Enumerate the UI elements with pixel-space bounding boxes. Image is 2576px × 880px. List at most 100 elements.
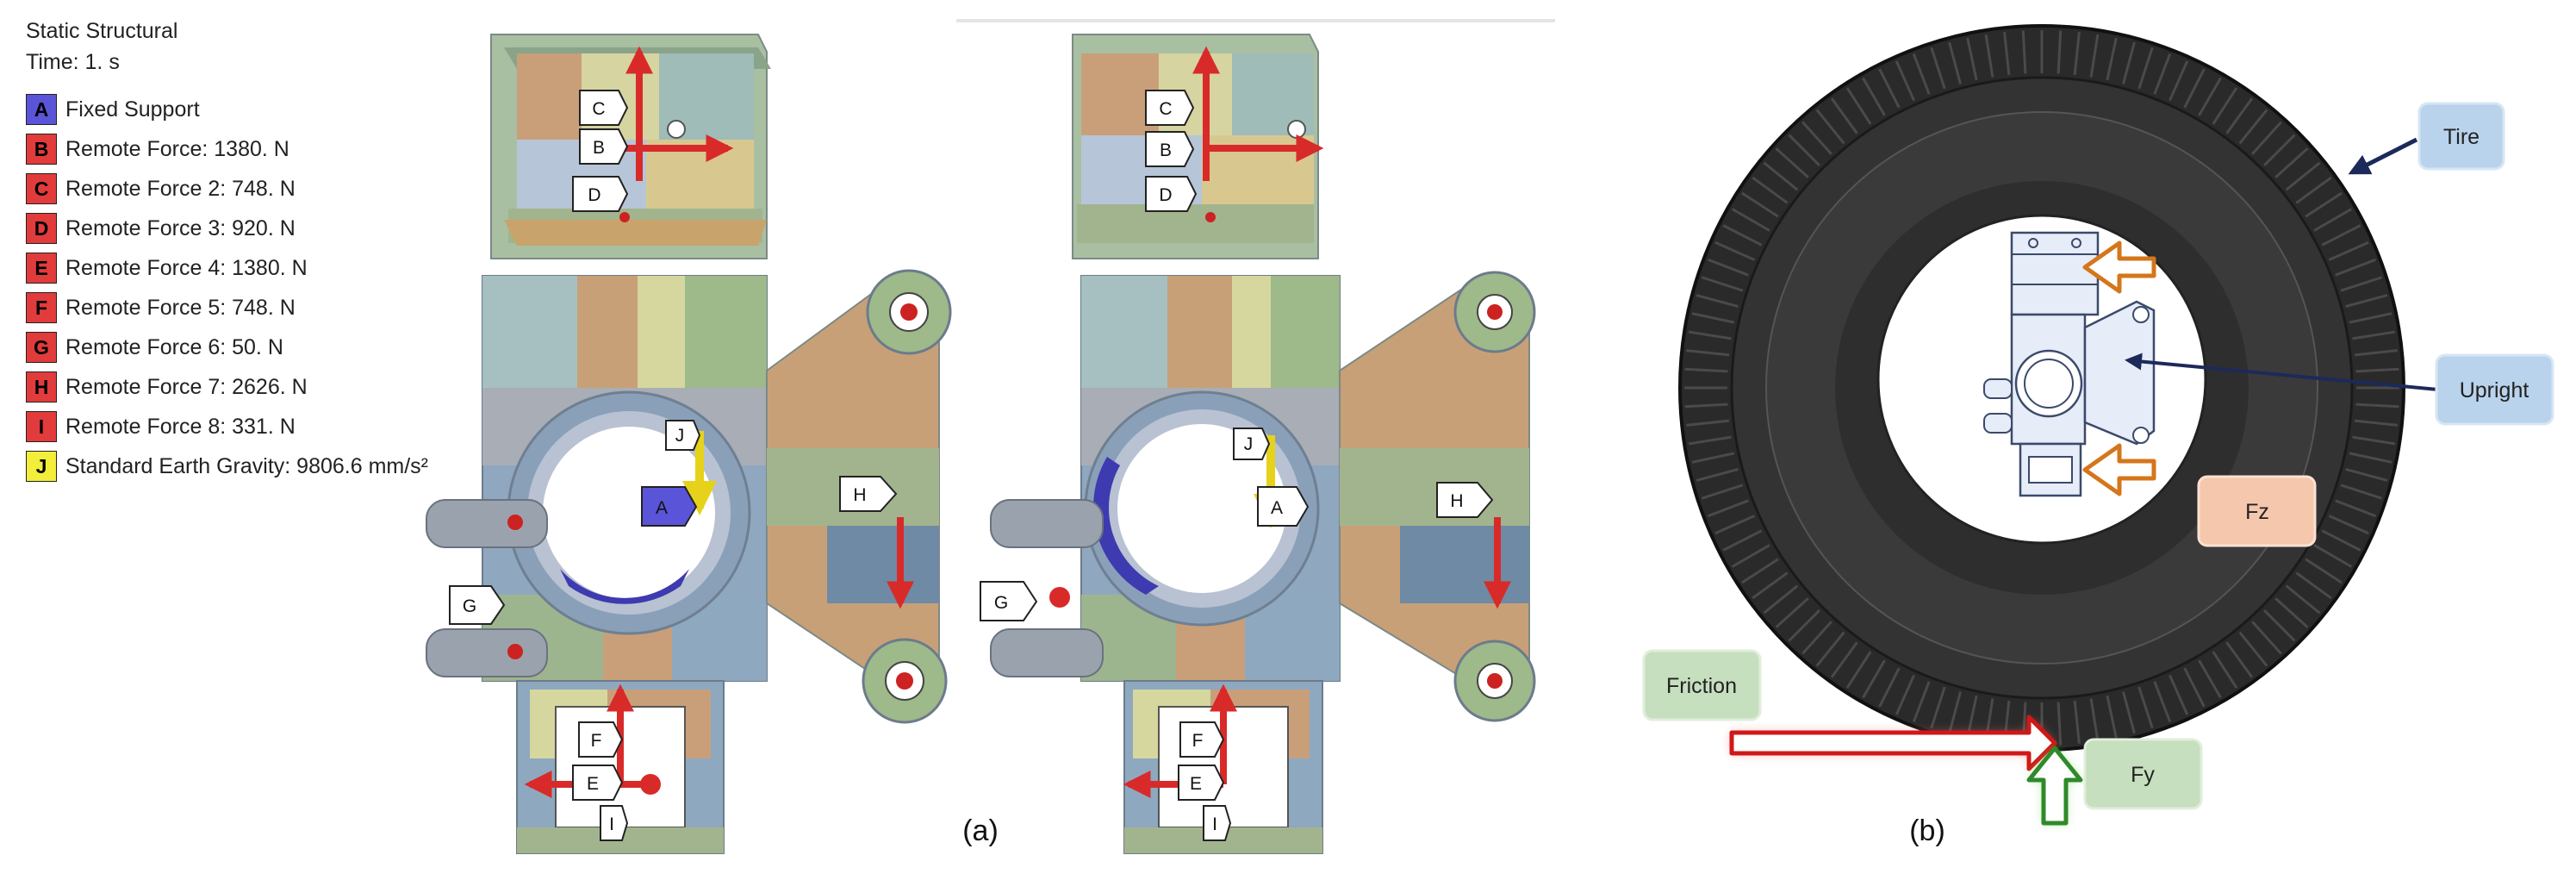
tread-mark <box>2238 109 2268 145</box>
tread-mark <box>1862 77 1886 116</box>
upright-view-right: C B D J A H G F E I <box>980 34 1536 854</box>
tread-mark <box>2212 87 2238 125</box>
tread-mark <box>1714 240 1756 261</box>
tread-mark <box>1763 161 1799 191</box>
callout-i-text: I <box>1212 814 1217 834</box>
label-upright-text: Upright <box>2460 378 2529 403</box>
legend-swatch: H <box>26 371 57 403</box>
callout-j: J <box>1233 428 1271 460</box>
tread-mark <box>2274 597 2309 628</box>
left-lugs <box>426 499 548 677</box>
tread-mark <box>2321 529 2361 552</box>
tread-mark <box>2345 468 2388 482</box>
tread-mark <box>1878 667 1901 708</box>
tread-mark <box>2313 544 2353 568</box>
tread-mark <box>1984 34 1994 78</box>
tread-mark <box>1775 597 1809 628</box>
tread-mark <box>1830 641 1858 678</box>
tread-mark <box>2349 312 2392 324</box>
callout-e-text: E <box>1190 774 1202 794</box>
tire-diagram: Tire Upright Fz Friction Fy <box>1642 24 2554 826</box>
legend-label: Standard Earth Gravity: 9806.6 mm/s² <box>65 453 429 478</box>
tread-mark <box>1741 558 1779 584</box>
tread-mark <box>2122 41 2136 84</box>
legend-swatch: E <box>26 253 57 284</box>
force-point-g <box>1049 587 1070 608</box>
legend-label: Remote Force 8: 331. N <box>65 414 296 439</box>
tread-mark <box>2137 47 2154 90</box>
legend-swatch: C <box>26 173 57 204</box>
tread-mark <box>2352 435 2396 446</box>
tread-mark <box>1845 87 1872 125</box>
tread-mark <box>1775 147 1809 178</box>
callout-j: J <box>665 420 701 451</box>
tread-mark <box>2003 32 2011 76</box>
tread-mark <box>1752 176 1789 204</box>
tread-mark <box>2349 452 2392 464</box>
callout-i: I <box>600 805 629 841</box>
tread-mark <box>1752 571 1789 600</box>
tread-mark <box>2355 403 2399 409</box>
tread-mark <box>1801 621 1832 655</box>
callout-e-text: E <box>587 774 599 794</box>
tread-mark <box>2354 349 2398 357</box>
tread-mark <box>2225 641 2254 678</box>
tread-mark <box>1684 403 1728 409</box>
tread-mark <box>2198 77 2222 116</box>
tread-mark <box>2073 700 2081 744</box>
fy-arrow <box>2026 746 2083 826</box>
tread-mark <box>2137 686 2154 729</box>
load-arrow-upper <box>2082 240 2156 294</box>
tread-mark <box>2295 176 2332 204</box>
tread-mark <box>1788 609 1820 642</box>
callout-f: F <box>1179 721 1225 758</box>
tread-mark <box>1691 312 1735 324</box>
callout-b: B <box>579 128 629 165</box>
tread-mark <box>2238 631 2268 667</box>
tread-mark <box>2021 30 2027 74</box>
tread-mark <box>1741 191 1779 218</box>
tread-mark <box>2335 258 2376 277</box>
tread-mark <box>1845 651 1872 689</box>
tread-mark <box>1912 53 1931 95</box>
tread-mark <box>1878 68 1901 109</box>
tread-mark <box>1701 484 1744 500</box>
tread-mark <box>2073 32 2081 76</box>
callout-e: E <box>572 765 624 801</box>
legend-swatch: A <box>26 94 57 125</box>
label-fz: Fz <box>2197 475 2317 547</box>
tread-mark <box>2295 571 2332 600</box>
tire-pointer <box>2348 137 2418 175</box>
callout-b: B <box>1145 131 1195 167</box>
legend-label: Remote Force 6: 50. N <box>65 334 283 359</box>
tread-mark <box>1895 674 1915 715</box>
main-body <box>482 275 768 682</box>
tread-mark <box>2089 698 2100 742</box>
callout-d-text: D <box>1159 185 1172 205</box>
callout-f-text: F <box>591 731 602 751</box>
left-lugs <box>990 499 1104 677</box>
label-friction-text: Friction <box>1666 674 1737 698</box>
tread-mark <box>1948 41 1962 84</box>
tread-mark <box>1930 47 1946 90</box>
callout-a-text: A <box>1271 498 1283 518</box>
tread-mark <box>1895 60 1915 102</box>
callout-g: G <box>980 581 1038 621</box>
tread-mark <box>2354 419 2398 427</box>
tread-mark <box>1815 631 1845 667</box>
tread-mark <box>2153 681 2172 722</box>
callout-c: C <box>1145 90 1195 126</box>
tread-mark <box>1801 121 1832 155</box>
tread-mark <box>1684 367 1728 373</box>
tread-mark <box>2183 667 2206 708</box>
tread-mark <box>1722 529 1763 552</box>
tread-mark <box>1686 419 1730 427</box>
upright-view-left: C B D A J H G F E I <box>426 34 952 854</box>
tread-mark <box>1862 659 1886 699</box>
tread-mark <box>2328 515 2369 535</box>
